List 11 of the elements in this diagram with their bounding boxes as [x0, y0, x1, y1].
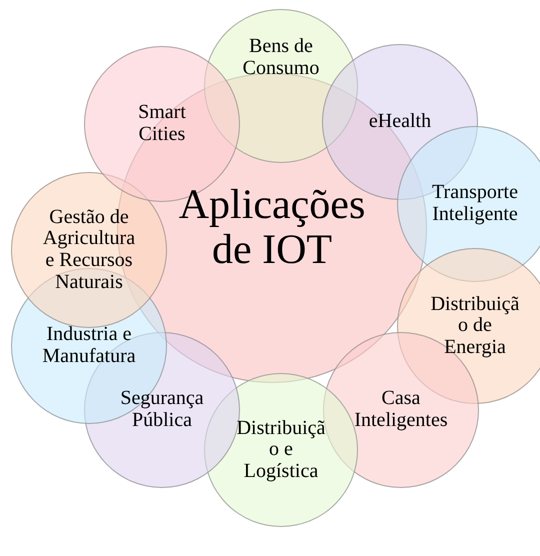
- category-label: eHealth: [368, 111, 432, 133]
- category-label: Industria e Manufatura: [41, 324, 137, 368]
- category-label: Smart Cities: [137, 102, 187, 146]
- category-label: Gestão de Agricultura e Recursos Naturais: [42, 206, 136, 294]
- category-label: Bens de Consumo: [242, 36, 320, 80]
- category-label: Distribuição de Energia: [430, 294, 520, 358]
- category-label: Segurança Pública: [119, 388, 205, 432]
- category-label: Casa Inteligentes: [353, 388, 449, 432]
- category-label: Distribuição e Logística: [236, 418, 326, 482]
- central-label: Aplicações de IOT: [178, 182, 366, 274]
- category-label: Transporte Inteligente: [431, 182, 519, 226]
